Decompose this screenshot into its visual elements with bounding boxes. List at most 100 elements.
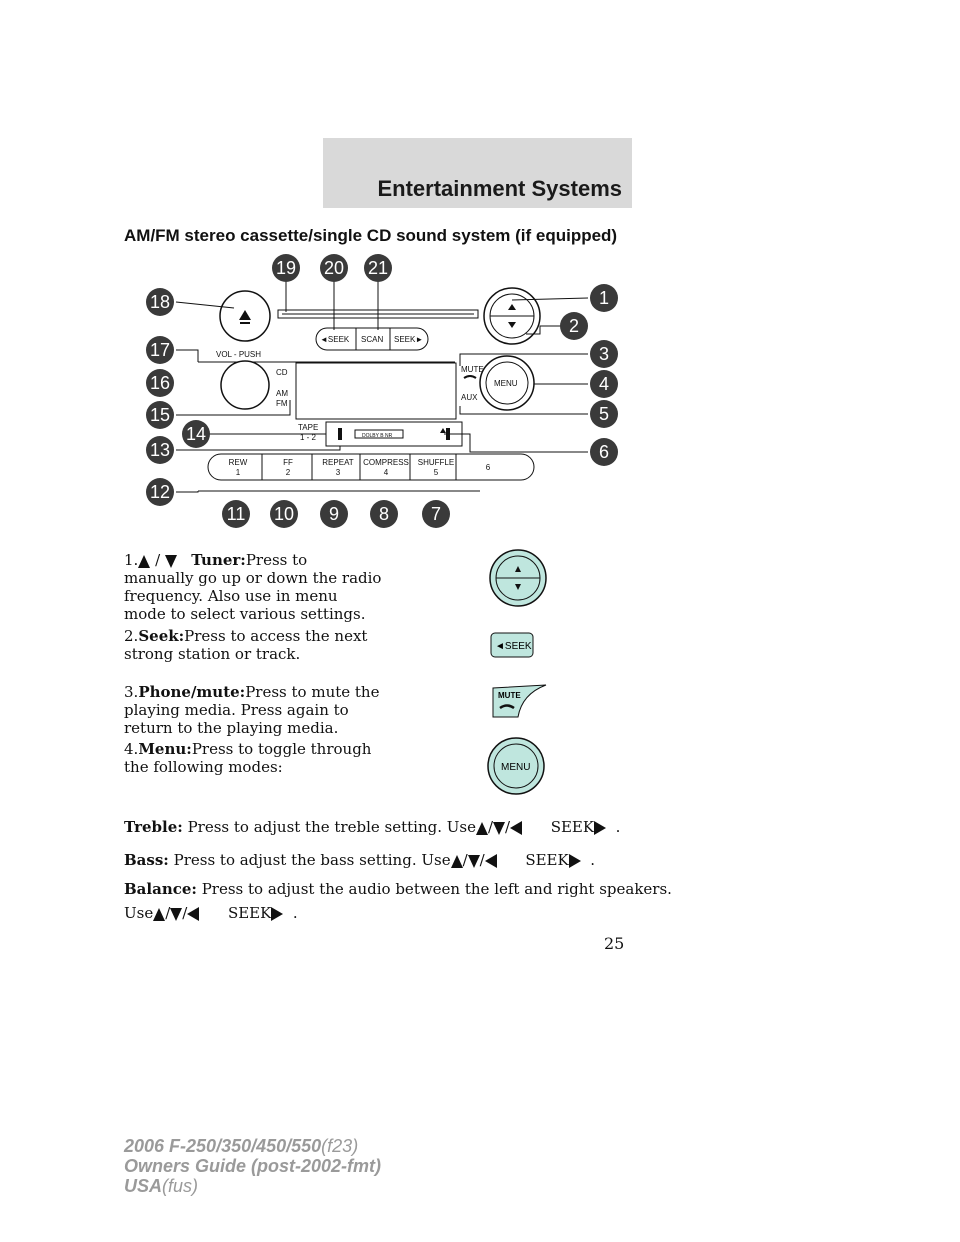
item-number: 2. [124,627,139,645]
seek-word: SEEK [525,851,569,869]
preset-3-name: REPEAT [322,458,354,467]
callout-2 [560,312,588,340]
preset-5-number: 5 [434,468,439,477]
callout-number-17: 17 [150,340,170,360]
callout-number-15: 15 [150,405,170,425]
item-term: Phone/mute: [138,683,246,701]
preset-3-number: 3 [336,468,341,477]
callout-5 [590,400,618,428]
radio-faceplate-diagram: ◄SEEK SCAN SEEK► VOL - PUSH CD AM FM MUT… [146,254,618,528]
up-arrow-icon [153,907,166,921]
period: . [615,818,621,836]
mute-button-icon: MUTE [492,684,547,718]
left-arrow-icon [510,821,523,835]
preset-1-number: 1 [236,468,241,477]
slash: / [487,818,494,836]
callout-17 [146,336,174,364]
dolby-label: DOLBY B NR [362,433,393,439]
callout-21 [364,254,392,282]
use-word: Use [124,904,154,922]
seek-word: SEEK [227,904,272,922]
callout-number-5: 5 [599,404,609,424]
menu-icon-label: MENU [501,762,530,773]
vol-push-label: VOL - PUSH [216,350,261,359]
preset-4-name: COMPRESS [363,458,409,467]
footer-guide: Owners Guide (post-2002-fmt) [124,1156,382,1176]
aux-label: AUX [461,393,478,402]
tape-eject-icon [440,428,446,433]
slash: / [165,904,171,922]
seek-scan-bar [315,327,429,351]
callout-4 [590,370,618,398]
footer: 2006 F-250/350/450/550(f23) Owners Guide… [124,1136,381,1196]
fm-label: FM [276,399,288,408]
callout-number-12: 12 [150,482,170,502]
preset-1-name: REW [229,458,248,467]
item-text: manually go up or down the radio frequen… [124,569,382,623]
item-seek: 2.Seek:Press to access the next strong s… [124,627,384,663]
callout-18 [146,288,174,316]
callout-12 [146,478,174,506]
display [295,362,457,420]
mute-label: MUTE [461,365,484,374]
callout-3 [590,340,618,368]
slash: / [462,851,468,869]
callout-10 [270,500,298,528]
seek-button-icon: ◄SEEK [490,632,534,658]
callout-number-4: 4 [599,374,609,394]
chapter-title: Entertainment Systems [377,176,622,201]
callout-16 [146,369,174,397]
seek-right-label: SEEK► [394,335,423,344]
callout-11 [222,500,250,528]
preset-strip [207,453,535,481]
balance-line: Balance: Press to adjust the audio betwe… [124,880,672,898]
item-text: Press to access the next strong station … [124,627,368,663]
callout-13 [146,436,174,464]
slash: / [479,851,485,869]
page-number: 25 [604,934,625,953]
callout-20 [320,254,348,282]
callout-number-14: 14 [186,424,206,444]
item-term: Seek: [138,627,185,645]
callout-15 [146,401,174,429]
callout-number-20: 20 [324,258,344,278]
scan-label: SCAN [361,335,383,344]
callout-number-10: 10 [274,504,294,524]
menu-label: MENU [494,379,518,388]
preset-6-number: 6 [486,463,491,472]
callout-number-2: 2 [569,316,579,336]
am-label: AM [276,389,288,398]
slash: / [505,818,511,836]
item-number: 1. [124,551,139,569]
callout-number-18: 18 [150,292,170,312]
header-band: Entertainment Systems [323,138,632,208]
callout-number-8: 8 [379,504,389,524]
callout-number-19: 19 [276,258,296,278]
treble-term: Treble: [124,818,183,836]
section-title: AM/FM stereo cassette/single CD sound sy… [124,226,618,245]
eject-icon [239,310,251,320]
balance-term: Balance: [124,880,197,898]
callout-number-11: 11 [227,504,246,524]
item-tuner: 1. / Tuner:Press to manually go up or do… [124,551,384,623]
callout-14 [182,420,210,448]
footer-model: 2006 F-250/350/450/550 [124,1136,322,1156]
callout-number-6: 6 [599,442,609,462]
footer-market: USA [124,1176,163,1196]
item-number: 3. [124,683,139,701]
tuner-button-icon [489,549,547,607]
callout-1 [590,284,618,312]
footer-code: (f23) [321,1136,359,1156]
preset-5-name: SHUFFLE [418,458,454,467]
balance-use-line: Use// SEEK . [124,904,298,922]
callout-number-13: 13 [150,440,170,460]
left-arrow-icon [187,907,200,921]
callout-number-3: 3 [599,344,609,364]
item-text: Press to toggle through the following mo… [124,740,372,776]
item-text: Press to mute the playing media. Press a… [124,683,380,737]
up-arrow-icon [475,821,488,835]
callout-number-1: 1 [599,288,609,308]
period: . [590,851,596,869]
footer-market-code: (fus) [162,1176,199,1196]
down-arrow-icon [164,554,177,568]
